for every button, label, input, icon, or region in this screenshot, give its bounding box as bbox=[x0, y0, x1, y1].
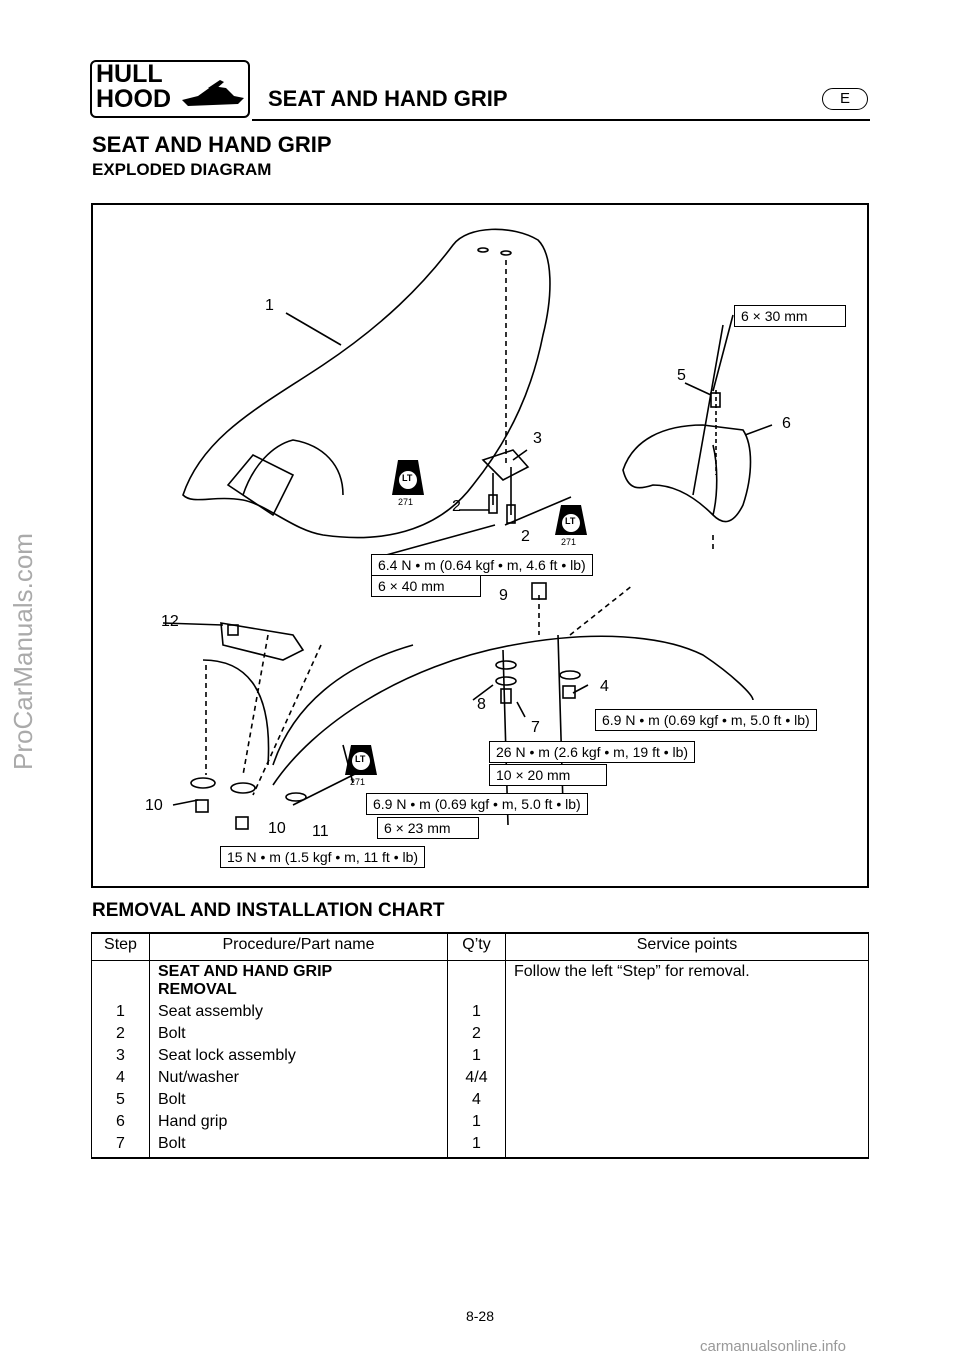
callout-1: 1 bbox=[265, 297, 274, 314]
spec-nut4-torque: 6.9 N • m (0.69 kgf • m, 5.0 ft • lb) bbox=[595, 709, 817, 731]
callout-4: 4 bbox=[600, 678, 609, 695]
row-qty: 1 bbox=[447, 1045, 506, 1067]
removal-installation-table: Step Procedure/Part name Q’ty Service po… bbox=[91, 932, 869, 1159]
page-subheading: EXPLODED DIAGRAM bbox=[92, 160, 272, 179]
table-row: 7 Bolt 1 bbox=[91, 1133, 869, 1159]
side-watermark: ProCarManuals.com bbox=[8, 533, 38, 770]
row-qty: 1 bbox=[447, 1111, 506, 1133]
spec-nut10-torque: 15 N • m (1.5 kgf • m, 11 ft • lb) bbox=[220, 846, 426, 868]
callout-7: 7 bbox=[531, 719, 540, 736]
callout-8: 8 bbox=[477, 696, 486, 713]
loctite-icon-c bbox=[345, 745, 377, 775]
loctite-label-a: LT bbox=[402, 473, 413, 483]
loctite-icon-b bbox=[555, 505, 587, 535]
row-qty: 1 bbox=[447, 1001, 506, 1023]
spec-bolt5-size: 6 × 30 mm bbox=[734, 305, 846, 327]
col-step: Step bbox=[91, 932, 150, 961]
callout-11: 11 bbox=[312, 823, 329, 840]
group-title-line1: SEAT AND HAND GRIP bbox=[158, 963, 333, 980]
callout-3: 3 bbox=[533, 430, 542, 447]
section-label-line2: HOOD bbox=[96, 85, 171, 113]
page-heading: SEAT AND HAND GRIP bbox=[92, 132, 332, 157]
header-title: SEAT AND HAND GRIP bbox=[268, 86, 508, 111]
header-rule bbox=[252, 119, 870, 121]
seat-shape bbox=[182, 228, 551, 539]
group-title-line2: REMOVAL bbox=[158, 981, 237, 998]
language-badge: E bbox=[822, 88, 868, 110]
table-row: 2 Bolt 2 bbox=[91, 1023, 869, 1045]
table-row: 4 Nut/washer 4/4 bbox=[91, 1067, 869, 1089]
group-note: Follow the left “Step” for removal. bbox=[505, 960, 869, 1001]
loctite-label-b: LT bbox=[565, 516, 576, 526]
callout-6: 6 bbox=[782, 415, 791, 432]
row-step: 6 bbox=[91, 1111, 150, 1133]
row-qty: 1 bbox=[447, 1133, 506, 1159]
row-step: 1 bbox=[91, 1001, 150, 1023]
row-name: Bolt bbox=[149, 1023, 448, 1045]
row-name: Seat lock assembly bbox=[149, 1045, 448, 1067]
row-name: Bolt bbox=[149, 1089, 448, 1111]
row-qty: 4/4 bbox=[447, 1067, 506, 1089]
callout-2b: 2 bbox=[521, 528, 530, 545]
col-qty: Q’ty bbox=[447, 932, 506, 961]
callout-2a: 2 bbox=[452, 498, 461, 515]
row-step: 4 bbox=[91, 1067, 150, 1089]
row-step: 7 bbox=[91, 1133, 150, 1159]
loctite-label-c: LT bbox=[355, 754, 366, 764]
row-name: Nut/washer bbox=[149, 1067, 448, 1089]
table-row: 1 Seat assembly 1 bbox=[91, 1001, 869, 1023]
table-group-row: SEAT AND HAND GRIP REMOVAL Follow the le… bbox=[91, 960, 869, 1001]
row-step: 3 bbox=[91, 1045, 150, 1067]
row-name: Hand grip bbox=[149, 1111, 448, 1133]
callout-10a: 10 bbox=[145, 797, 163, 814]
row-qty: 4 bbox=[447, 1089, 506, 1111]
spec-bolt11-size: 6 × 23 mm bbox=[377, 817, 479, 839]
callout-12: 12 bbox=[161, 613, 179, 630]
table-header-row: Step Procedure/Part name Q’ty Service po… bbox=[91, 932, 869, 961]
diagram-drawing bbox=[162, 228, 773, 830]
chart-heading: REMOVAL AND INSTALLATION CHART bbox=[92, 900, 445, 921]
row-qty: 2 bbox=[447, 1023, 506, 1045]
page-number: 8-28 bbox=[465, 1308, 495, 1324]
table-row: 3 Seat lock assembly 1 bbox=[91, 1045, 869, 1067]
row-step: 5 bbox=[91, 1089, 150, 1111]
row-step: 2 bbox=[91, 1023, 150, 1045]
row-name: Bolt bbox=[149, 1133, 448, 1159]
watercraft-icon bbox=[182, 80, 244, 106]
callout-10b: 10 bbox=[268, 820, 286, 837]
loctite-icon-a bbox=[392, 460, 424, 495]
spec-bolt2-size: 6 × 40 mm bbox=[371, 575, 481, 597]
callout-5: 5 bbox=[677, 367, 686, 384]
section-label-line1: HULL bbox=[96, 60, 163, 88]
spec-bolt7-torque: 26 N • m (2.6 kgf • m, 19 ft • lb) bbox=[489, 741, 696, 763]
spec-bolt11-torque: 6.9 N • m (0.69 kgf • m, 5.0 ft • lb) bbox=[366, 793, 588, 815]
spec-bolt7-size: 10 × 20 mm bbox=[489, 764, 607, 786]
table-row: 5 Bolt 4 bbox=[91, 1089, 869, 1111]
bottom-watermark: carmanualsonline.info bbox=[700, 1338, 846, 1355]
table-row: 6 Hand grip 1 bbox=[91, 1111, 869, 1133]
section-label: HULL HOOD bbox=[96, 62, 171, 112]
col-service-points: Service points bbox=[505, 932, 869, 961]
loctite-number-a: 271 bbox=[398, 497, 414, 507]
exploded-diagram: LT 271 LT 271 LT 271 1 2 2 3 4 5 6 7 8 9… bbox=[91, 203, 869, 888]
group-title: SEAT AND HAND GRIP REMOVAL bbox=[149, 960, 448, 1001]
section-badge bbox=[90, 60, 250, 118]
col-procedure: Procedure/Part name bbox=[149, 932, 448, 961]
loctite-number-c: 271 bbox=[350, 777, 366, 787]
spec-bolt2-torque: 6.4 N • m (0.64 kgf • m, 4.6 ft • lb) bbox=[371, 554, 593, 576]
callout-9: 9 bbox=[499, 587, 508, 604]
loctite-number-b: 271 bbox=[561, 537, 577, 547]
row-name: Seat assembly bbox=[149, 1001, 448, 1023]
